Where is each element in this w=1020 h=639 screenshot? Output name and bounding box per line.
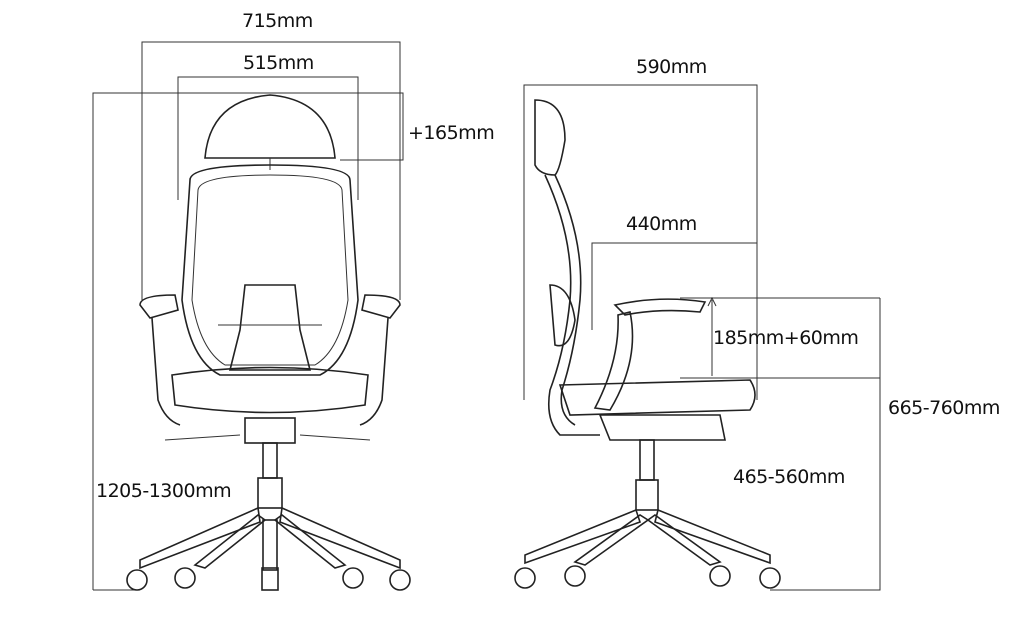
side-dimension-lines xyxy=(523,84,881,591)
seat-depth-label: 440mm xyxy=(626,213,697,235)
overall-width-label: 715mm xyxy=(242,10,313,32)
front-chair xyxy=(126,94,411,591)
armrest-height-label: 185mm+60mm xyxy=(713,327,859,349)
overall-depth-label: 590mm xyxy=(636,56,707,78)
seat-height-label: 465-560mm xyxy=(733,466,845,488)
overall-height-label: 1205-1300mm xyxy=(96,480,232,502)
side-chair xyxy=(514,99,781,589)
armrest-floor-height-label: 665-760mm xyxy=(888,397,1000,419)
front-dimension-lines xyxy=(92,41,404,591)
headrest-adjust-label: +165mm xyxy=(408,122,495,144)
seat-width-label: 515mm xyxy=(243,52,314,74)
